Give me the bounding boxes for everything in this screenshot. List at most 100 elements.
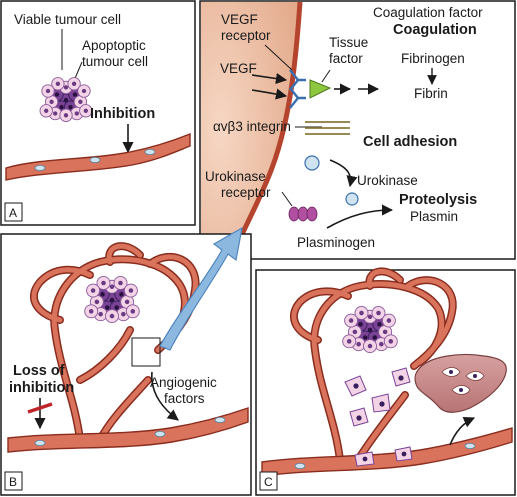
cell-nucleus: [63, 97, 69, 103]
cell-nucleus: [109, 313, 115, 319]
cell-nucleus: [53, 111, 58, 116]
cell-nucleus: [49, 99, 54, 104]
inhibition-label: Inhibition: [90, 106, 155, 122]
tumour-cluster-a: [39, 77, 93, 122]
cell-nucleus: [348, 318, 354, 323]
cell-nucleus: [90, 288, 96, 293]
cell-nucleus: [121, 311, 126, 317]
cell-nucleus: [45, 88, 51, 94]
cell-nucleus: [114, 305, 120, 310]
urokinase-receptor-label-2: receptor: [221, 185, 271, 200]
cell-nucleus: [55, 81, 61, 86]
liver-icon: [414, 353, 507, 413]
panel-a: Viable tumour cell Apoptoptic tumour cel…: [0, 0, 196, 226]
cell-nucleus: [98, 311, 103, 317]
urokinase-receptor-icon: [288, 206, 318, 222]
cell-nucleus: [352, 329, 358, 335]
cell-nucleus: [386, 318, 392, 323]
fibrinogen-label: Fibrinogen: [401, 51, 465, 66]
plasmin-label: Plasmin: [410, 209, 458, 224]
cell-nucleus: [367, 327, 373, 333]
panel-c-label-box: [259, 471, 278, 491]
angiogenic-factors-label-1: Angiogenic: [150, 375, 217, 390]
panel-c-label: C: [264, 475, 273, 489]
cell-nucleus: [382, 329, 388, 335]
cell-nucleus: [88, 309, 94, 314]
tissue-factor-icon: [309, 79, 332, 99]
integrin-label: αvβ3 integrin: [213, 119, 291, 134]
vegf-receptor-icon: [289, 69, 306, 109]
plasminogen-label: Plasminogen: [297, 235, 375, 250]
cell-nucleus: [130, 309, 136, 314]
cell-nucleus: [104, 305, 110, 310]
cell-nucleus: [119, 292, 124, 297]
integrin-icon: [305, 121, 350, 135]
cell-nucleus: [100, 292, 105, 297]
cell-nucleus: [124, 299, 130, 305]
cell-nucleus: [109, 297, 115, 303]
proteolysis-label: Proteolysis: [399, 192, 477, 208]
cell-nucleus: [376, 310, 381, 316]
cell-nucleus: [71, 81, 77, 86]
vegf-receptor-label-1: VEGF: [221, 12, 258, 27]
cell-nucleus: [63, 85, 69, 90]
cell-nucleus: [118, 280, 123, 286]
loss-of-inhibition-label-2: inhibition: [9, 380, 74, 396]
blood-vessel-a: [5, 132, 191, 181]
apoptotic-cell-label-1: Apoptoptic: [82, 38, 146, 53]
viable-tumour-cell-label: Viable tumour cell: [14, 12, 121, 27]
cell-nucleus: [367, 314, 373, 320]
cell-nucleus: [59, 105, 64, 110]
vegf-receptor-label-2: receptor: [221, 28, 271, 43]
vegf-label: VEGF: [220, 61, 257, 76]
tumour-cluster-c: [342, 306, 398, 354]
migrating-tumour-cells: [344, 367, 411, 427]
tumour-cluster-b: [84, 276, 140, 324]
cell-nucleus: [83, 108, 88, 113]
zoom-arrow: [159, 226, 243, 351]
cell-nucleus: [346, 339, 352, 344]
urokinase-receptor-label-1: Urokinase: [205, 169, 266, 184]
cell-nucleus: [44, 108, 49, 113]
cell-nucleus: [81, 88, 87, 94]
cell-nucleus: [74, 111, 79, 116]
coagulation-factor-label: Coagulation factor: [373, 5, 483, 20]
cell-nucleus: [367, 343, 373, 349]
cell-nucleus: [388, 339, 394, 344]
cell-nucleus: [359, 310, 364, 316]
inhibition-block-bar: [27, 402, 53, 414]
panel-a-label-box: [4, 202, 23, 222]
integrin-bound-particle: [304, 155, 320, 171]
cell-nucleus: [54, 92, 60, 97]
panel-c: C: [255, 267, 516, 496]
cell-nucleus: [356, 341, 361, 347]
cell-nucleus: [63, 113, 69, 118]
urokinase-label: Urokinase: [357, 173, 418, 188]
coagulation-label: Coagulation: [393, 22, 477, 38]
tissue-factor-label-1: Tissue: [329, 35, 368, 50]
cell-nucleus: [128, 288, 134, 293]
cell-nucleus: [358, 322, 363, 327]
cell-nucleus: [362, 335, 368, 340]
urokinase-particle: [345, 192, 359, 206]
panel-b: Loss of inhibition Angiogenic factors B: [0, 233, 252, 496]
detail-panel: VEGF receptor VEGF Tissue factor Coagula…: [199, 0, 516, 260]
cell-nucleus: [101, 280, 106, 286]
fibrin-label: Fibrin: [414, 86, 448, 101]
cell-membrane: [229, 1, 303, 259]
blood-vessel-b: [7, 407, 249, 453]
zoom-box: [131, 337, 161, 367]
angiogenic-factors-label-2: factors: [164, 391, 205, 406]
endothelial-cell: [201, 2, 300, 258]
cell-nucleus: [109, 284, 115, 290]
cell-nucleus: [379, 341, 384, 347]
cell-nucleus: [377, 322, 382, 327]
cell-nucleus: [78, 99, 83, 104]
cell-nucleus: [68, 105, 73, 110]
panel-b-label-box: [4, 471, 23, 491]
blood-vessel-c: [261, 427, 513, 477]
cell-nucleus: [372, 335, 378, 340]
loss-of-inhibition-label-1: Loss of: [13, 363, 65, 379]
cell-adhesion-label: Cell adhesion: [363, 134, 457, 150]
cell-nucleus: [94, 299, 100, 305]
